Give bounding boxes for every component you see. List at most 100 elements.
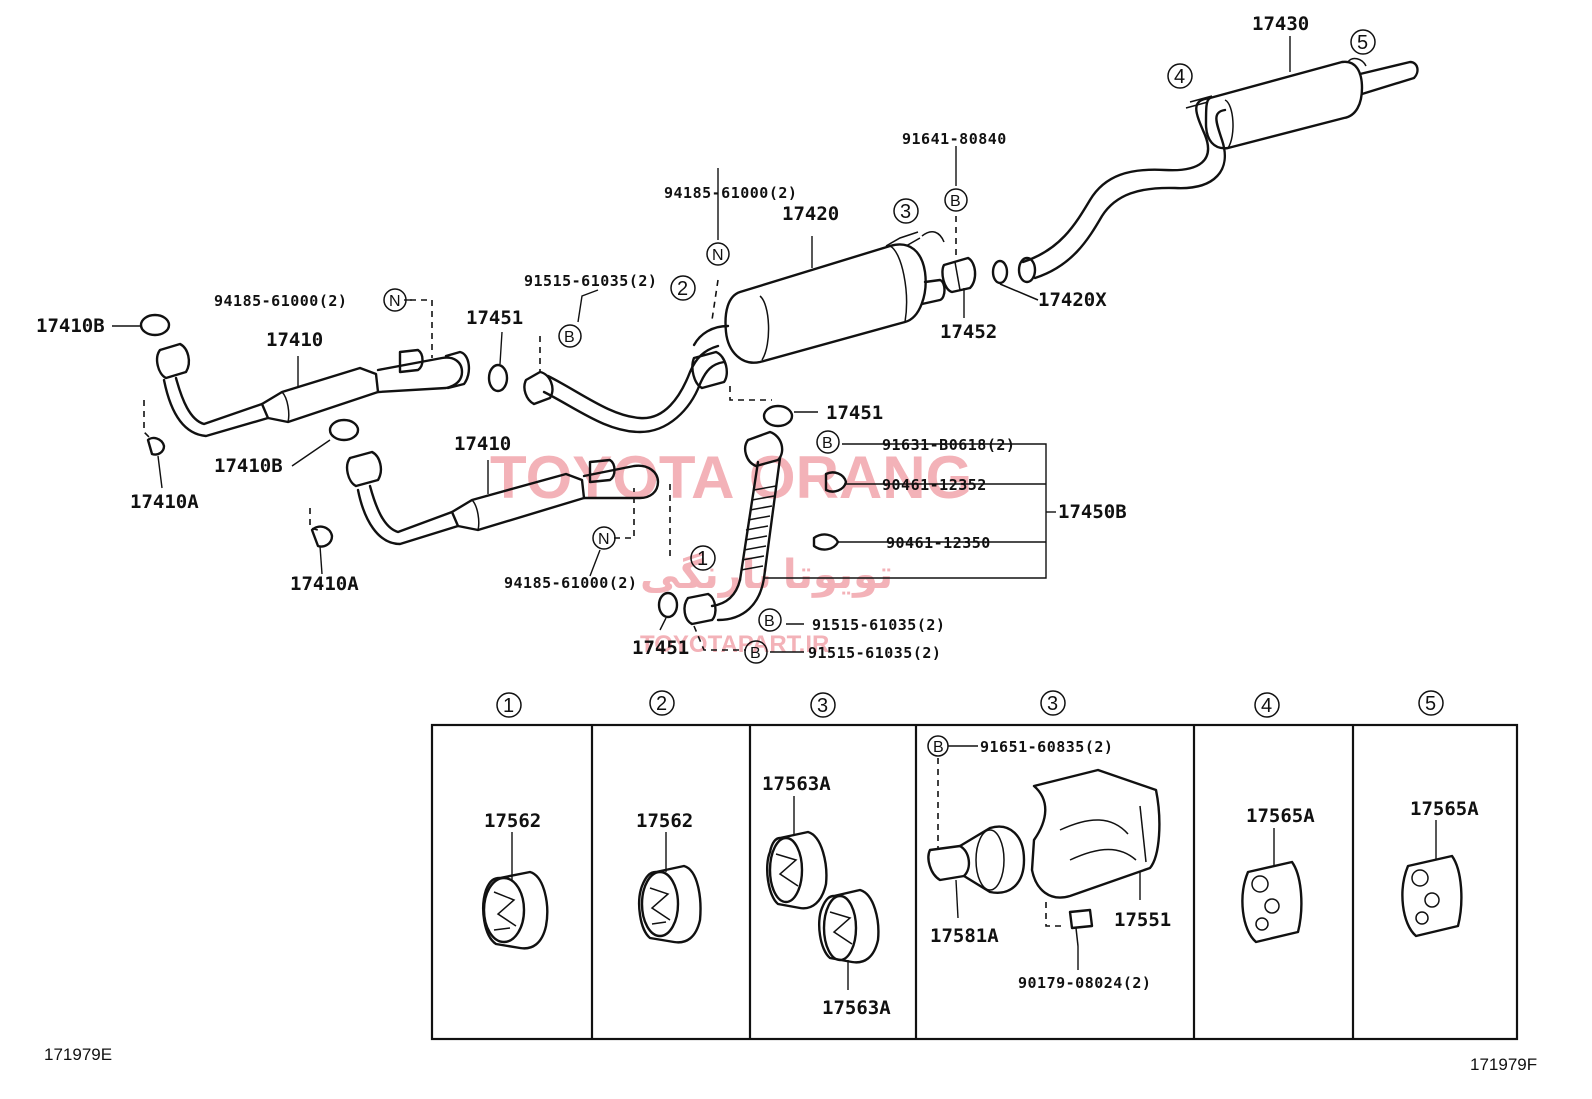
svg-text:N: N bbox=[598, 531, 610, 548]
heat-insulator-17551 bbox=[1030, 768, 1161, 899]
callout-key-2: 2 bbox=[670, 275, 696, 301]
detail-panel-3a-key: 3 bbox=[817, 695, 828, 717]
detail-panel-4-part: 17565A bbox=[1246, 805, 1315, 827]
detail-panels-frame bbox=[430, 723, 1519, 1041]
part-labels: 17430 91641-80840 94185-61000(2) 17420 9… bbox=[36, 13, 1309, 662]
detail-panel-5: 5 17565A bbox=[1401, 690, 1479, 938]
label-17450B: 17450B bbox=[1058, 501, 1127, 523]
label-17410A-lower: 17410A bbox=[290, 573, 359, 595]
detail-panel-3a-part-top: 17563A bbox=[762, 773, 831, 795]
label-17410-upper: 17410 bbox=[266, 329, 323, 351]
svg-text:5: 5 bbox=[1357, 32, 1368, 54]
callout-n-left: N bbox=[383, 288, 407, 312]
detail-panel-4: 4 17565A bbox=[1241, 692, 1315, 944]
label-17420X: 17420X bbox=[1038, 289, 1107, 311]
detail-panel-1-part: 17562 bbox=[484, 810, 541, 832]
detail-panel-3b: 3 B 91651-60835(2) 17581A 17551 90179-08… bbox=[927, 690, 1171, 992]
svg-text:1: 1 bbox=[697, 548, 708, 570]
detail-panel-3b-insulator: 17551 bbox=[1114, 909, 1171, 931]
detail-panel-5-part: 17565A bbox=[1410, 798, 1479, 820]
hanger-17562-b bbox=[638, 864, 702, 944]
label-94185-61000-bottom: 94185-61000(2) bbox=[504, 574, 637, 592]
label-90461-12352: 90461-12352 bbox=[882, 476, 987, 494]
svg-text:B: B bbox=[764, 613, 775, 630]
detail-panel-3b-bolt: 91651-60835(2) bbox=[980, 738, 1113, 756]
detail-panel-2-key: 2 bbox=[656, 693, 667, 715]
callout-b-91631: B bbox=[816, 430, 840, 454]
svg-text:B: B bbox=[822, 435, 833, 452]
detail-panel-3b-bolt2: 90179-08024(2) bbox=[1018, 974, 1151, 992]
label-17410-lower: 17410 bbox=[454, 433, 511, 455]
detail-panel-3a-part-bottom: 17563A bbox=[822, 997, 891, 1019]
callout-markers: N N N B B B B B 1 2 3 4 5 bbox=[383, 29, 1376, 664]
flex-pipe-assembly bbox=[657, 404, 848, 626]
label-91641-80840: 91641-80840 bbox=[902, 130, 1007, 148]
detail-panel-3b-key: 3 bbox=[1047, 693, 1058, 715]
label-91515-61035-c: 91515-61035(2) bbox=[808, 644, 941, 662]
label-17451-center: 17451 bbox=[826, 402, 883, 424]
callout-key-3: 3 bbox=[893, 198, 919, 224]
callout-key-1: 1 bbox=[690, 545, 716, 571]
figure-id-right: 171979F bbox=[1470, 1055, 1537, 1074]
label-17430: 17430 bbox=[1252, 13, 1309, 35]
callout-n-top: N bbox=[706, 242, 730, 266]
svg-text:N: N bbox=[389, 293, 401, 310]
svg-text:B: B bbox=[950, 193, 961, 210]
label-91631-B0618: 91631-B0618(2) bbox=[882, 436, 1015, 454]
front-pipe-upper bbox=[139, 313, 471, 456]
callout-b-91515-a: B bbox=[558, 324, 582, 348]
watermark: TOYOTA ORANG تویوتا نارنگی TOYOTAPART.IR bbox=[490, 444, 972, 658]
hanger-17565A-b bbox=[1401, 854, 1463, 938]
callout-b-91515-b: B bbox=[758, 608, 782, 632]
detail-panel-3b-clamp: 17581A bbox=[930, 925, 999, 947]
callout-b-91641: B bbox=[944, 188, 968, 212]
watermark-brand: TOYOTA ORANG bbox=[490, 444, 972, 511]
figure-id-left: 171979E bbox=[44, 1045, 112, 1064]
label-17451-upper: 17451 bbox=[466, 307, 523, 329]
detail-panel-1-key: 1 bbox=[503, 695, 514, 717]
callout-n-bottom: N bbox=[592, 526, 616, 550]
svg-text:B: B bbox=[564, 329, 575, 346]
front-pipe-lower bbox=[310, 418, 660, 548]
svg-text:B: B bbox=[750, 645, 761, 662]
detail-panel-2-part: 17562 bbox=[636, 810, 693, 832]
label-17452: 17452 bbox=[940, 321, 997, 343]
center-muffler-assembly bbox=[692, 231, 977, 364]
label-94185-61000-top: 94185-61000(2) bbox=[664, 184, 797, 202]
label-17410B-upper: 17410B bbox=[36, 315, 105, 337]
hanger-17565A-a bbox=[1241, 860, 1303, 944]
connector-lines bbox=[143, 216, 957, 651]
watermark-url: TOYOTAPART.IR bbox=[640, 631, 829, 658]
label-17451-lower: 17451 bbox=[632, 637, 689, 659]
svg-text:2: 2 bbox=[677, 278, 688, 300]
detail-panel-3a: 3 17563A 17563A bbox=[762, 692, 891, 1019]
label-17410B-lower: 17410B bbox=[214, 455, 283, 477]
detail-panel-5-key: 5 bbox=[1425, 693, 1436, 715]
callout-key-5: 5 bbox=[1350, 29, 1376, 55]
hanger-17563A-bottom bbox=[818, 888, 880, 964]
clamp-17581A bbox=[927, 844, 971, 882]
center-pipe bbox=[487, 344, 728, 434]
label-17410A-upper: 17410A bbox=[130, 491, 199, 513]
svg-text:4: 4 bbox=[1174, 66, 1185, 88]
label-17420: 17420 bbox=[782, 203, 839, 225]
bolt-90179 bbox=[1068, 908, 1094, 930]
detail-panel-3b-callout: B bbox=[933, 739, 944, 756]
svg-text:N: N bbox=[712, 247, 724, 264]
label-91515-61035-b: 91515-61035(2) bbox=[812, 616, 945, 634]
label-90461-12350: 90461-12350 bbox=[886, 534, 991, 552]
svg-text:3: 3 bbox=[900, 201, 911, 223]
label-91515-61035-a: 91515-61035(2) bbox=[524, 272, 657, 290]
detail-panel-4-key: 4 bbox=[1261, 695, 1272, 717]
hanger-17562-a bbox=[482, 870, 549, 950]
callout-b-91515-c: B bbox=[744, 640, 768, 664]
detail-panel-2: 2 17562 bbox=[636, 690, 702, 944]
label-94185-61000-left: 94185-61000(2) bbox=[214, 292, 347, 310]
detail-panel-1: 1 17562 bbox=[482, 692, 549, 950]
tail-pipe-assembly bbox=[991, 57, 1419, 301]
detail-panels: 1 17562 2 17562 3 17563A 17563A bbox=[430, 690, 1519, 1041]
hanger-17563A-top bbox=[766, 830, 828, 910]
callout-key-4: 4 bbox=[1167, 63, 1193, 89]
